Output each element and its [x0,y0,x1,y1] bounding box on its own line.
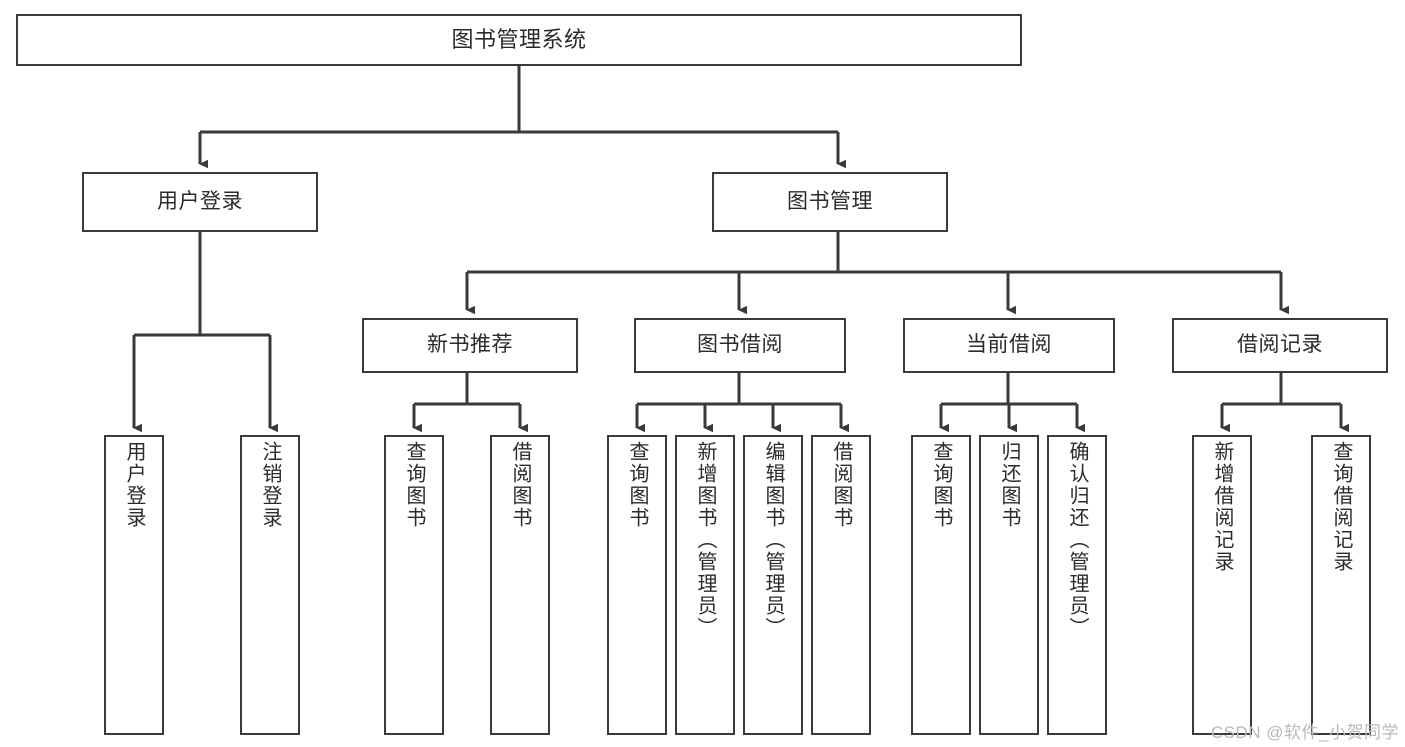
node-book-management-label: 图书管理 [787,189,873,213]
leaf-borrow-record-query-label: 查询借阅记录 [1330,441,1352,573]
node-book-management[interactable]: 图书管理 [712,172,948,232]
node-borrow-record[interactable]: 借阅记录 [1172,318,1388,373]
node-user-login[interactable]: 用户登录 [82,172,318,232]
leaf-book-borrow-edit-label: 编辑图书（管理员） [762,441,784,639]
leaf-current-borrow-confirm[interactable]: 确认归还（管理员） [1047,435,1107,735]
leaf-new-book-query-label: 查询图书 [403,441,425,529]
leaf-current-borrow-return-label: 归还图书 [998,441,1020,529]
watermark-text: CSDN @软件_小贺同学 [1210,723,1399,742]
node-current-borrow[interactable]: 当前借阅 [903,318,1115,373]
leaf-book-borrow-borrow[interactable]: 借阅图书 [811,435,871,735]
leaf-borrow-record-add[interactable]: 新增借阅记录 [1192,435,1252,735]
node-new-book-recommend-label: 新书推荐 [427,333,513,357]
leaf-current-borrow-confirm-label: 确认归还（管理员） [1066,441,1088,639]
leaf-new-book-query[interactable]: 查询图书 [384,435,444,735]
node-user-login-label: 用户登录 [157,189,243,213]
leaf-current-borrow-query[interactable]: 查询图书 [911,435,971,735]
leaf-current-borrow-return[interactable]: 归还图书 [979,435,1039,735]
leaf-new-book-borrow-label: 借阅图书 [509,441,531,529]
leaf-book-borrow-add[interactable]: 新增图书（管理员） [675,435,735,735]
leaf-current-borrow-query-label: 查询图书 [930,441,952,529]
node-new-book-recommend[interactable]: 新书推荐 [362,318,578,373]
node-book-borrow-label: 图书借阅 [697,333,783,357]
node-root-system[interactable]: 图书管理系统 [16,14,1022,66]
leaf-borrow-record-query[interactable]: 查询借阅记录 [1311,435,1371,735]
node-book-borrow[interactable]: 图书借阅 [634,318,846,373]
leaf-book-borrow-edit[interactable]: 编辑图书（管理员） [743,435,803,735]
leaf-user-login-logout[interactable]: 注销登录 [240,435,300,735]
leaf-book-borrow-query[interactable]: 查询图书 [607,435,667,735]
leaf-user-login-logout-label: 注销登录 [259,441,281,529]
node-current-borrow-label: 当前借阅 [966,333,1052,357]
leaf-user-login-login[interactable]: 用户登录 [104,435,164,735]
leaf-user-login-login-label: 用户登录 [123,441,145,529]
leaf-book-borrow-add-label: 新增图书（管理员） [694,441,716,639]
leaf-new-book-borrow[interactable]: 借阅图书 [490,435,550,735]
node-root-system-label: 图书管理系统 [451,27,587,53]
leaf-borrow-record-add-label: 新增借阅记录 [1211,441,1233,573]
node-borrow-record-label: 借阅记录 [1237,333,1323,357]
leaf-book-borrow-query-label: 查询图书 [626,441,648,529]
leaf-book-borrow-borrow-label: 借阅图书 [830,441,852,529]
